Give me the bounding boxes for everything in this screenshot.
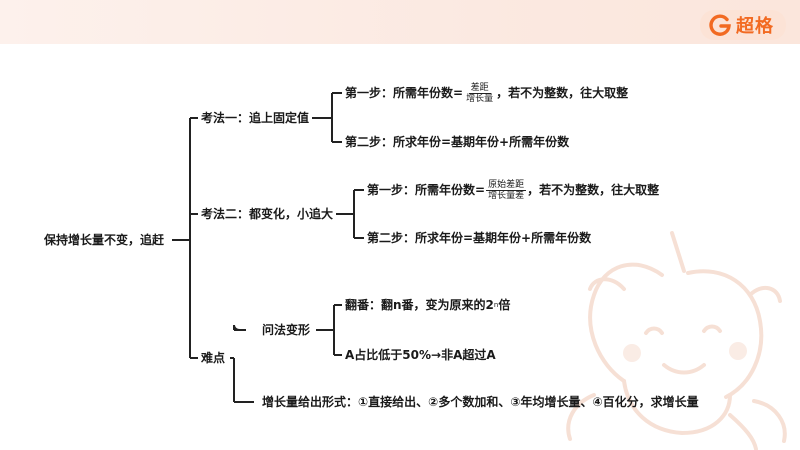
method1-label: 考法一：追上固定值 xyxy=(201,111,310,125)
variant-doubling-suffix: 倍 xyxy=(498,298,511,312)
method1-step1: 第一步：所需年份数= 差距 增长量 ，若不为整数，往大取整 xyxy=(345,81,628,105)
method1-step1-prefix: 第一步：所需年份数= xyxy=(345,86,464,100)
method1-step1-suffix: ，若不为整数，往大取整 xyxy=(496,86,629,100)
unicorn-mascot-icon xyxy=(566,231,787,450)
variant-doubling-exponent: n xyxy=(493,301,499,309)
method2-step2: 第二步：所求年份=基期年份+所需年份数 xyxy=(367,231,592,245)
method2-step1-denominator: 增长量差 xyxy=(488,190,525,201)
method1-step1-numerator: 差距 xyxy=(468,82,491,94)
header-bar xyxy=(0,0,800,44)
brand-name: 超格 xyxy=(736,16,774,37)
method2-step1-fraction: 原始差距 增长量差 xyxy=(486,179,527,201)
method1-step1-fraction: 差距 增长量 xyxy=(464,83,495,104)
difficulty-label: 难点 xyxy=(201,351,226,365)
brand-logo-icon xyxy=(709,14,731,36)
method1-step2: 第二步：所求年份=基期年份+所需年份数 xyxy=(345,135,570,149)
brand-logo: 超格 xyxy=(700,10,786,40)
variant-doubling-prefix: 翻番：翻n番，变为原来的2 xyxy=(345,298,494,312)
method2-step1-numerator: 原始差距 xyxy=(486,179,527,191)
method2-step1: 第一步：所需年份数= 原始差距 增长量差 ，若不为整数，往大取整 xyxy=(367,178,659,202)
method1-step1-denominator: 增长量 xyxy=(466,93,494,104)
variant-share: A占比低于50%→非A超过A xyxy=(345,348,496,362)
method2-step1-prefix: 第一步：所需年份数= xyxy=(367,183,486,197)
growth-forms: 增长量给出形式：①直接给出、②多个数加和、③年均增长量、④百化分，求增长量 xyxy=(262,395,699,409)
mindmap-root: 保持增长量不变，追赶 xyxy=(44,233,165,247)
question-variants-label: 问法变形 xyxy=(262,323,311,337)
method2-label: 考法二：都变化，小追大 xyxy=(201,207,334,221)
method2-step1-suffix: ，若不为整数，往大取整 xyxy=(527,183,660,197)
